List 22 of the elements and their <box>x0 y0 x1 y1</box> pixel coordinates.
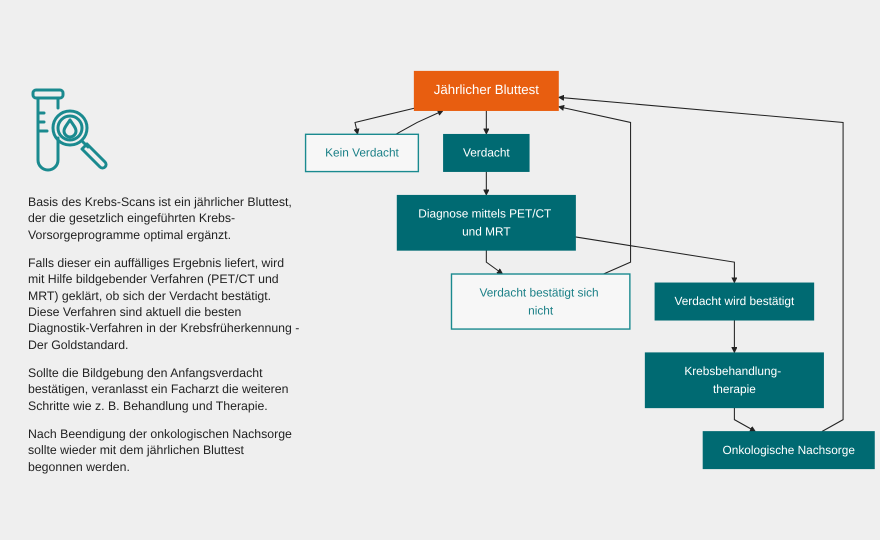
node-box: Verdacht bestätigt sich nicht <box>450 273 631 330</box>
node-box: Krebsbehandlung- therapie <box>644 352 824 408</box>
node-box: Verdacht wird bestätigt <box>654 282 814 321</box>
node-box: Verdacht <box>443 134 530 172</box>
arrow <box>483 172 490 196</box>
node-box: Onkologische Nachsorge <box>702 431 875 470</box>
arrow <box>353 108 414 135</box>
arrow <box>486 250 503 274</box>
arrow <box>734 408 756 432</box>
arrow <box>558 94 844 432</box>
paragraph: Falls dieser ein auffälliges Ergebnis liefert, wird mit Hilfe bildgebender Verfahren (PET/CT und MRT) geklärt, ob sich der Verdacht bestätigt. Diese Verfahren sind aktuell die besten Diagnostik-Verfahren in der Krebsfrüherkennung - Der Goldstandard. <box>28 255 300 354</box>
paragraph: Nach Beendigung der onkologischen Nachsorge sollte wieder mit dem jährlichen Bluttest begonnen werden. <box>28 426 293 476</box>
node-box: Jährlicher Bluttest <box>414 70 559 111</box>
node-box: Diagnose mittels PET/CT und MRT <box>396 194 576 251</box>
paragraph: Basis des Krebs-Scans ist ein jährlicher Bluttest, der die gesetzlich eingeführten Krebs-Vorsorgeprogramme optimal ergänzt. <box>28 194 293 244</box>
arrow <box>395 110 444 135</box>
node-box: Kein Verdacht <box>304 134 420 172</box>
arrow <box>575 236 738 284</box>
paragraph: Sollte die Bildgebung den Anfangsverdacht bestätigen, veranlasst ein Facharzt die weiteren Schritte wie z. B. Behandlung und Therapie. <box>28 365 290 414</box>
arrow <box>483 110 490 135</box>
arrow <box>731 320 738 354</box>
arrow <box>558 104 632 274</box>
